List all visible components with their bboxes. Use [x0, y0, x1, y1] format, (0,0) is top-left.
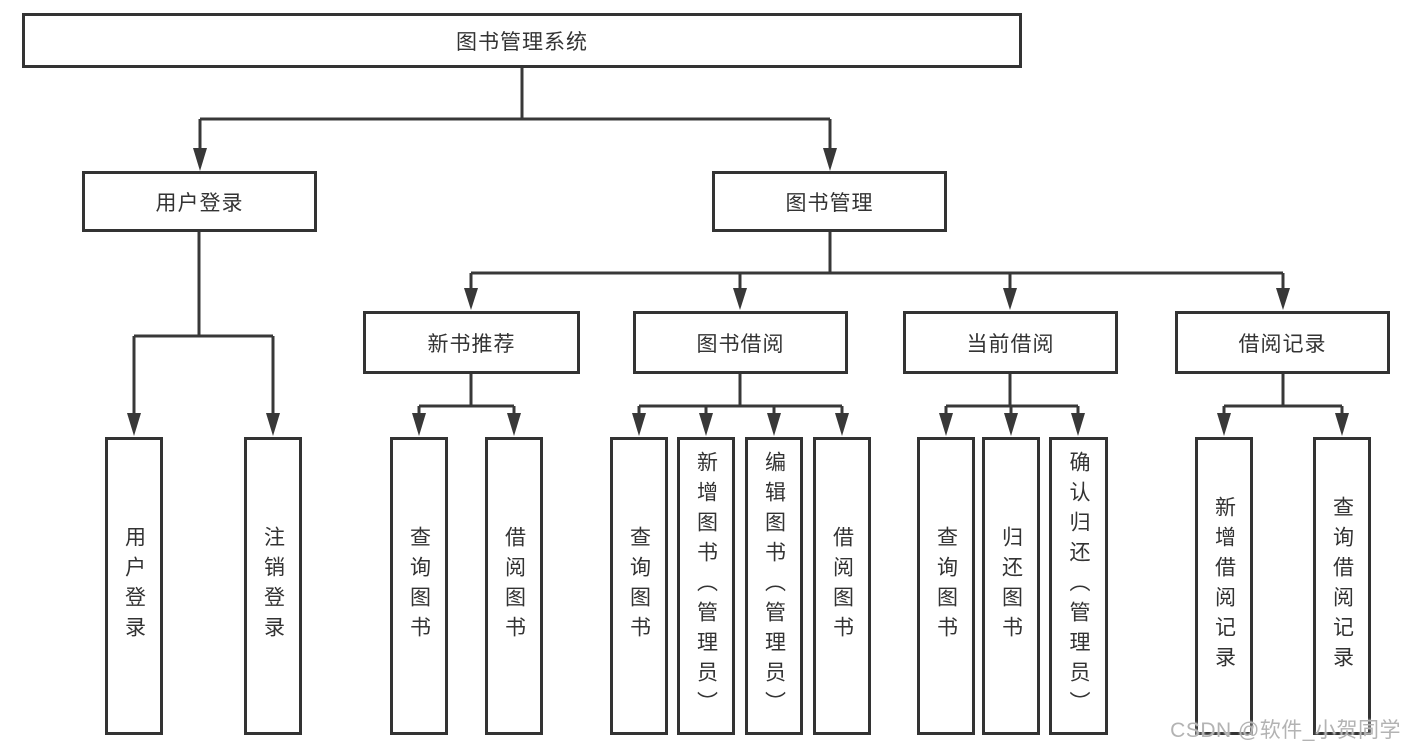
node-user-login-label: 用户登录	[155, 191, 244, 215]
leaf-nb-query-books: 查询图书	[390, 437, 448, 735]
connector-borrow-records-children	[1222, 373, 1344, 415]
node-borrow-records-label: 借阅记录	[1238, 332, 1327, 356]
arrowhead-new-books	[464, 288, 478, 310]
node-root-label: 图书管理系统	[456, 30, 588, 54]
arrowhead-leaf-login	[127, 413, 141, 436]
arrowhead-nb-borrow	[507, 413, 521, 436]
arrowhead-book-mgmt	[823, 148, 837, 171]
node-root: 图书管理系统	[22, 13, 1022, 68]
arrowhead-bb-query	[632, 413, 646, 436]
leaf-cb-query-books-label: 查询图书	[934, 526, 958, 646]
arrowhead-br-add	[1217, 413, 1231, 436]
leaf-br-add-record: 新增借阅记录	[1195, 437, 1253, 735]
leaf-cb-confirm-return-admin-label: 确认归还（管理员）	[1067, 451, 1090, 721]
connector-user-login-children	[132, 232, 275, 415]
connector-current-borrow-children	[944, 373, 1080, 415]
arrowhead-bb-borrow	[835, 413, 849, 436]
leaf-bb-add-books-admin-label: 新增图书（管理员）	[694, 451, 718, 721]
leaf-cb-query-books: 查询图书	[917, 437, 975, 735]
connector-book-borrow-children	[637, 373, 844, 415]
csdn-watermark: CSDN @软件_小贺同学	[1170, 719, 1401, 742]
arrowhead-cb-query	[939, 413, 953, 436]
leaf-br-query-record: 查询借阅记录	[1313, 437, 1371, 735]
connector-new-books-children	[417, 373, 516, 415]
node-current-borrow: 当前借阅	[903, 311, 1118, 374]
leaf-nb-borrow-books: 借阅图书	[485, 437, 543, 735]
arrowhead-br-query	[1335, 413, 1349, 436]
leaf-nb-borrow-books-label: 借阅图书	[502, 526, 526, 646]
leaf-logout: 注销登录	[244, 437, 302, 735]
node-book-borrow: 图书借阅	[633, 311, 848, 374]
arrowhead-book-borrow	[733, 288, 747, 310]
arrowhead-leaf-logout	[266, 413, 280, 436]
arrowhead-bb-add	[699, 413, 713, 436]
leaf-logout-label: 注销登录	[261, 526, 285, 646]
leaf-bb-borrow-books-label: 借阅图书	[830, 526, 854, 646]
leaf-nb-query-books-label: 查询图书	[407, 526, 431, 646]
node-user-login: 用户登录	[82, 171, 317, 232]
connector-book-mgmt-children	[469, 232, 1285, 290]
leaf-cb-return-books-label: 归还图书	[999, 526, 1023, 646]
leaf-user-login-label: 用户登录	[122, 526, 146, 646]
node-book-mgmt-label: 图书管理	[785, 191, 874, 215]
node-book-mgmt: 图书管理	[712, 171, 947, 232]
leaf-bb-borrow-books: 借阅图书	[813, 437, 871, 735]
leaf-cb-return-books: 归还图书	[982, 437, 1040, 735]
leaf-cb-confirm-return-admin: 确认归还（管理员）	[1049, 437, 1108, 735]
leaf-user-login: 用户登录	[105, 437, 163, 735]
leaf-bb-edit-books-admin-label: 编辑图书（管理员）	[762, 451, 786, 721]
arrowhead-cb-confirm	[1071, 413, 1085, 436]
leaf-br-add-record-label: 新增借阅记录	[1212, 496, 1236, 676]
arrowhead-cb-return	[1004, 413, 1018, 436]
arrowhead-bb-edit	[767, 413, 781, 436]
node-borrow-records: 借阅记录	[1175, 311, 1390, 374]
leaf-bb-query-books-label: 查询图书	[627, 526, 651, 646]
leaf-br-query-record-label: 查询借阅记录	[1330, 496, 1354, 676]
arrowhead-current-borrow	[1003, 288, 1017, 310]
node-book-borrow-label: 图书借阅	[696, 332, 785, 356]
arrowhead-nb-query	[412, 413, 426, 436]
node-current-borrow-label: 当前借阅	[966, 332, 1055, 356]
node-new-books: 新书推荐	[363, 311, 580, 374]
connector-root-to-level2	[198, 68, 832, 150]
node-new-books-label: 新书推荐	[427, 332, 516, 356]
leaf-bb-add-books-admin: 新增图书（管理员）	[677, 437, 735, 735]
leaf-bb-edit-books-admin: 编辑图书（管理员）	[745, 437, 803, 735]
arrowhead-user-login	[193, 148, 207, 171]
arrowhead-borrow-records	[1276, 288, 1290, 310]
leaf-bb-query-books: 查询图书	[610, 437, 668, 735]
